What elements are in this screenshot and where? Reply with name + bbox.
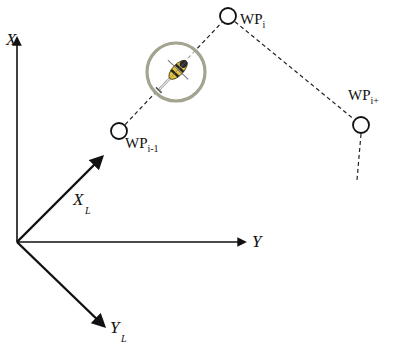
- waypoint-name: WP: [125, 135, 148, 151]
- drone-icon: [147, 43, 205, 101]
- path-segment: [235, 22, 354, 120]
- axis-subscript: L: [121, 333, 127, 344]
- waypoint-name: WP: [240, 11, 263, 27]
- waypoint-outline: [220, 8, 236, 24]
- axis-label: X: [73, 190, 83, 209]
- waypoint-name: WP: [348, 87, 371, 103]
- waypoint-subscript: i: [263, 19, 266, 30]
- waypoint-outline: [353, 117, 369, 133]
- y-axis: [17, 241, 245, 243]
- waypoint-node: WPi-1: [110, 122, 128, 140]
- axis-label: X: [6, 30, 16, 49]
- waypoint-label: WPi-1: [125, 134, 159, 152]
- waypoint-outline: [111, 123, 127, 139]
- waypoint-circle: [352, 116, 370, 134]
- local-y-axis: [17, 242, 104, 326]
- label-holder: X: [73, 190, 83, 210]
- waypoint-circle: [219, 7, 237, 25]
- waypoint-label: WPi: [240, 10, 265, 28]
- axis-label: Y: [110, 318, 119, 337]
- waypoint-node: WPi: [219, 7, 237, 25]
- x-axis: [16, 38, 18, 242]
- axis-label: Y: [252, 232, 261, 251]
- waypoint-node: WPi+: [352, 116, 370, 134]
- axis-subscript: L: [85, 205, 91, 216]
- path-tail: [357, 134, 361, 180]
- waypoint-subscript: i+: [371, 95, 379, 106]
- label-holder: L: [85, 200, 91, 218]
- path-segment: [125, 23, 222, 125]
- label-holder: X: [6, 30, 16, 50]
- label-holder: Y: [110, 318, 119, 338]
- label-holder: L: [121, 328, 127, 345]
- waypoint-label: WPi+: [348, 86, 379, 104]
- waypoint-subscript: i-1: [148, 143, 159, 154]
- local-x-axis: [17, 157, 102, 242]
- drone-ring: [147, 43, 205, 101]
- label-holder: Y: [252, 232, 261, 252]
